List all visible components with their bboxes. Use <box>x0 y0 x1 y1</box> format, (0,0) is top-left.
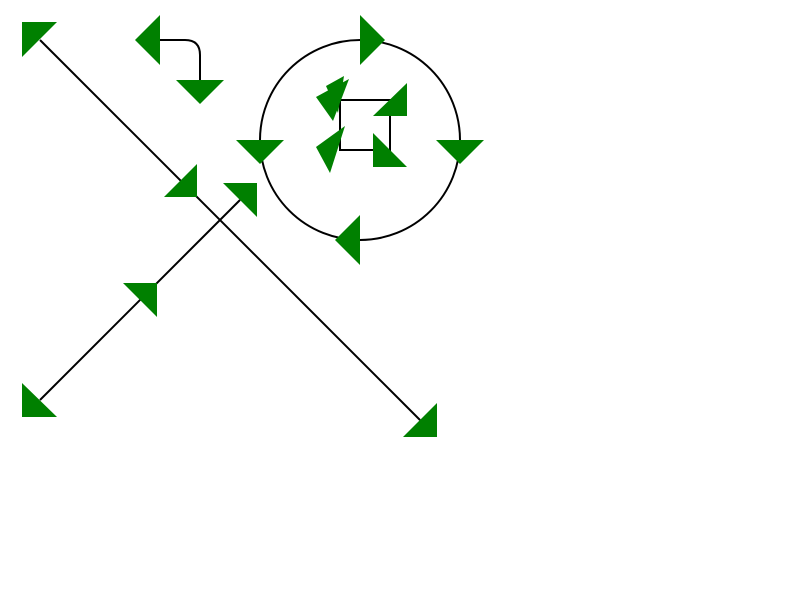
marker-connector-start <box>135 15 160 65</box>
marker-circle-right <box>436 140 484 164</box>
marker-square-left <box>316 126 345 173</box>
diagonal-line-main <box>39 39 421 421</box>
small-square-outline <box>339 99 391 151</box>
curved-connector <box>160 39 201 80</box>
marker-secondary-start <box>22 383 57 417</box>
marker-main-line-end <box>403 403 437 437</box>
marker-circle-top <box>360 15 385 65</box>
marker-square-top-left-inner <box>326 76 344 113</box>
marker-square-top-right <box>373 83 407 116</box>
marker-circle-left <box>236 140 284 164</box>
marker-connector-end <box>176 80 224 104</box>
marker-circle-bottom <box>335 215 360 265</box>
marker-square-bottom-right <box>373 133 407 167</box>
marker-secondary-mid <box>123 283 157 317</box>
marker-secondary-end <box>223 183 257 217</box>
marker-main-line-mid <box>164 164 197 197</box>
marker-top-left <box>22 22 57 57</box>
